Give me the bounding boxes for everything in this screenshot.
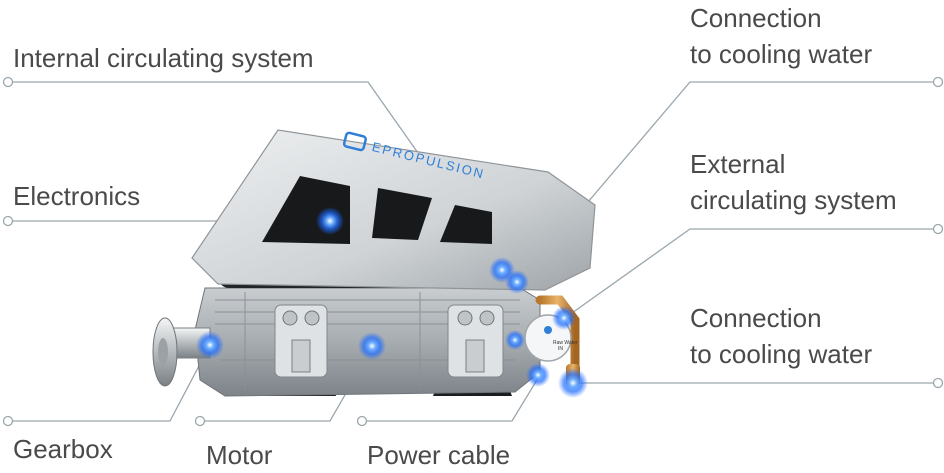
marker-motor: [358, 332, 386, 360]
marker-connection-bottom: [558, 368, 588, 398]
label-external-circulating-system: External circulating system: [690, 149, 897, 215]
module-label-line1: Raw Water: [553, 340, 578, 346]
dot-electronics: [2, 215, 14, 227]
dot-connection-top: [932, 76, 944, 88]
marker-gearbox: [196, 331, 224, 359]
label-electronics: Electronics: [13, 181, 141, 211]
window-3: [440, 205, 492, 244]
marker-power-cable-1: [505, 330, 525, 350]
dot-gearbox: [2, 415, 14, 427]
marker-power-cable-2: [526, 363, 550, 387]
marker-electronics: [316, 207, 344, 235]
label-internal-circulating-system: Internal circulating system: [13, 43, 314, 73]
label-power-cable: Power cable: [367, 440, 511, 470]
dot-internal: [2, 76, 14, 88]
leader-power-cable: [362, 374, 541, 422]
marker-external: [552, 306, 576, 330]
leader-gearbox: [8, 344, 211, 422]
module-label-line2: IN: [558, 346, 563, 352]
dot-power-cable: [356, 415, 368, 427]
label-motor: Motor: [206, 440, 273, 470]
label-connection-top: Connection to cooling water: [690, 3, 873, 69]
drive-unit-illustration: EPROPULSION Raw Water IN: [152, 129, 596, 398]
dot-external: [932, 223, 944, 235]
label-gearbox: Gearbox: [13, 434, 113, 464]
leader-end-dots: [2, 76, 944, 427]
label-connection-bottom: Connection to cooling water: [690, 303, 873, 369]
window-2: [372, 188, 432, 240]
dot-motor: [194, 415, 206, 427]
dot-connection-bottom: [932, 377, 944, 389]
leader-external-circulating: [564, 228, 938, 319]
marker-connection-top: [505, 270, 529, 294]
